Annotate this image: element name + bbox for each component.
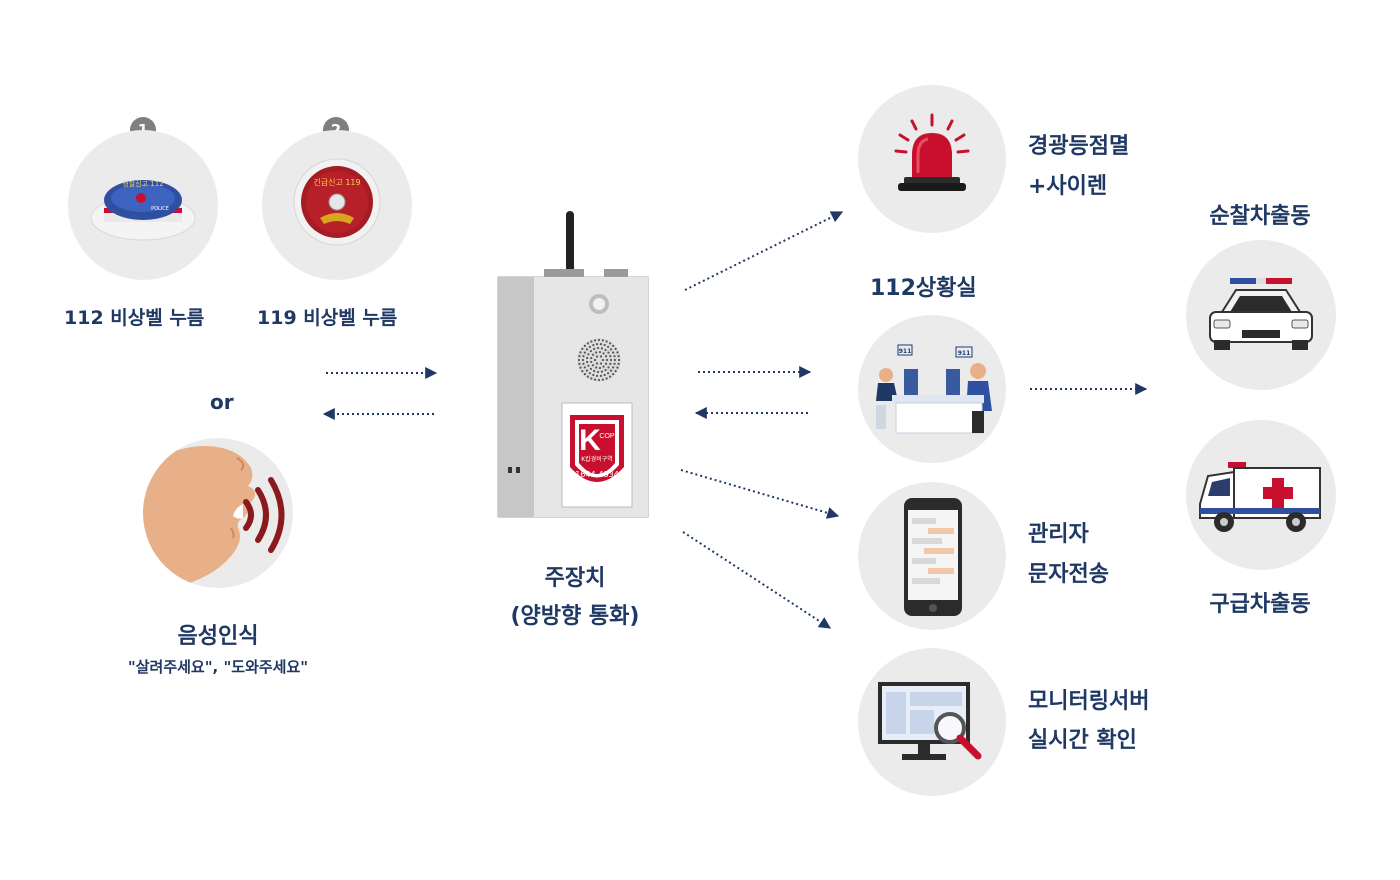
device-brand-korean: K캅경비구역	[581, 455, 613, 463]
arrow-main-to-monitor	[682, 531, 832, 629]
or-label: or	[210, 390, 234, 414]
monitoring-server-image	[858, 648, 1006, 796]
monitor-label-line1: 모니터링서버	[1028, 689, 1150, 714]
bell-112-police-text: POLICE	[151, 206, 169, 212]
siren-label-line2: +사이렌	[1028, 174, 1108, 199]
ambulance-image	[1186, 420, 1336, 570]
sms-label-line2: 문자전송	[1028, 562, 1109, 587]
main-device-title: 주장치	[544, 566, 606, 591]
sound-wave-icon	[243, 477, 285, 553]
ambulance-label: 구급차출동	[1209, 592, 1311, 617]
monitor-label-line2: 실시간 확인	[1028, 728, 1137, 753]
main-device-image: K COP K캅경비구역 1644-4834	[497, 211, 649, 518]
sms-label-line1: 관리자	[1028, 522, 1089, 547]
arrow-main-to-sms	[680, 469, 840, 519]
device-brand-logo: K	[579, 424, 601, 457]
sms-phone-image	[858, 482, 1006, 630]
arrow-main-to-siren	[684, 211, 844, 291]
bell-119-label: 119 비상벨 누름	[257, 307, 398, 329]
main-device-subtitle: (양방향 통화)	[510, 604, 640, 629]
center-112-label: 112상황실	[870, 276, 977, 301]
bell-112-image: 경찰신고 112 POLICE	[68, 130, 218, 280]
siren-image	[858, 85, 1006, 233]
bell-119-face-text: 긴급신고 119	[313, 177, 360, 187]
device-brand-cop: COP	[599, 433, 615, 440]
center-112-image: 911 911	[858, 315, 1006, 463]
siren-label-line1: 경광등점멸	[1028, 134, 1130, 159]
screen-911-left: 911	[899, 348, 912, 355]
device-phone: 1644-4834	[575, 470, 619, 479]
patrol-label: 순찰차출동	[1209, 204, 1311, 229]
screen-911-right: 911	[958, 350, 971, 357]
bell-112-label: 112 비상벨 누름	[64, 307, 205, 329]
bell-112-face-text: 경찰신고 112	[122, 179, 163, 188]
voice-title: 음성인식	[177, 624, 259, 649]
voice-keywords: "살려주세요", "도와주세요"	[127, 658, 309, 676]
bell-119-image: 긴급신고 119	[262, 130, 412, 280]
patrol-car-image	[1186, 240, 1336, 390]
